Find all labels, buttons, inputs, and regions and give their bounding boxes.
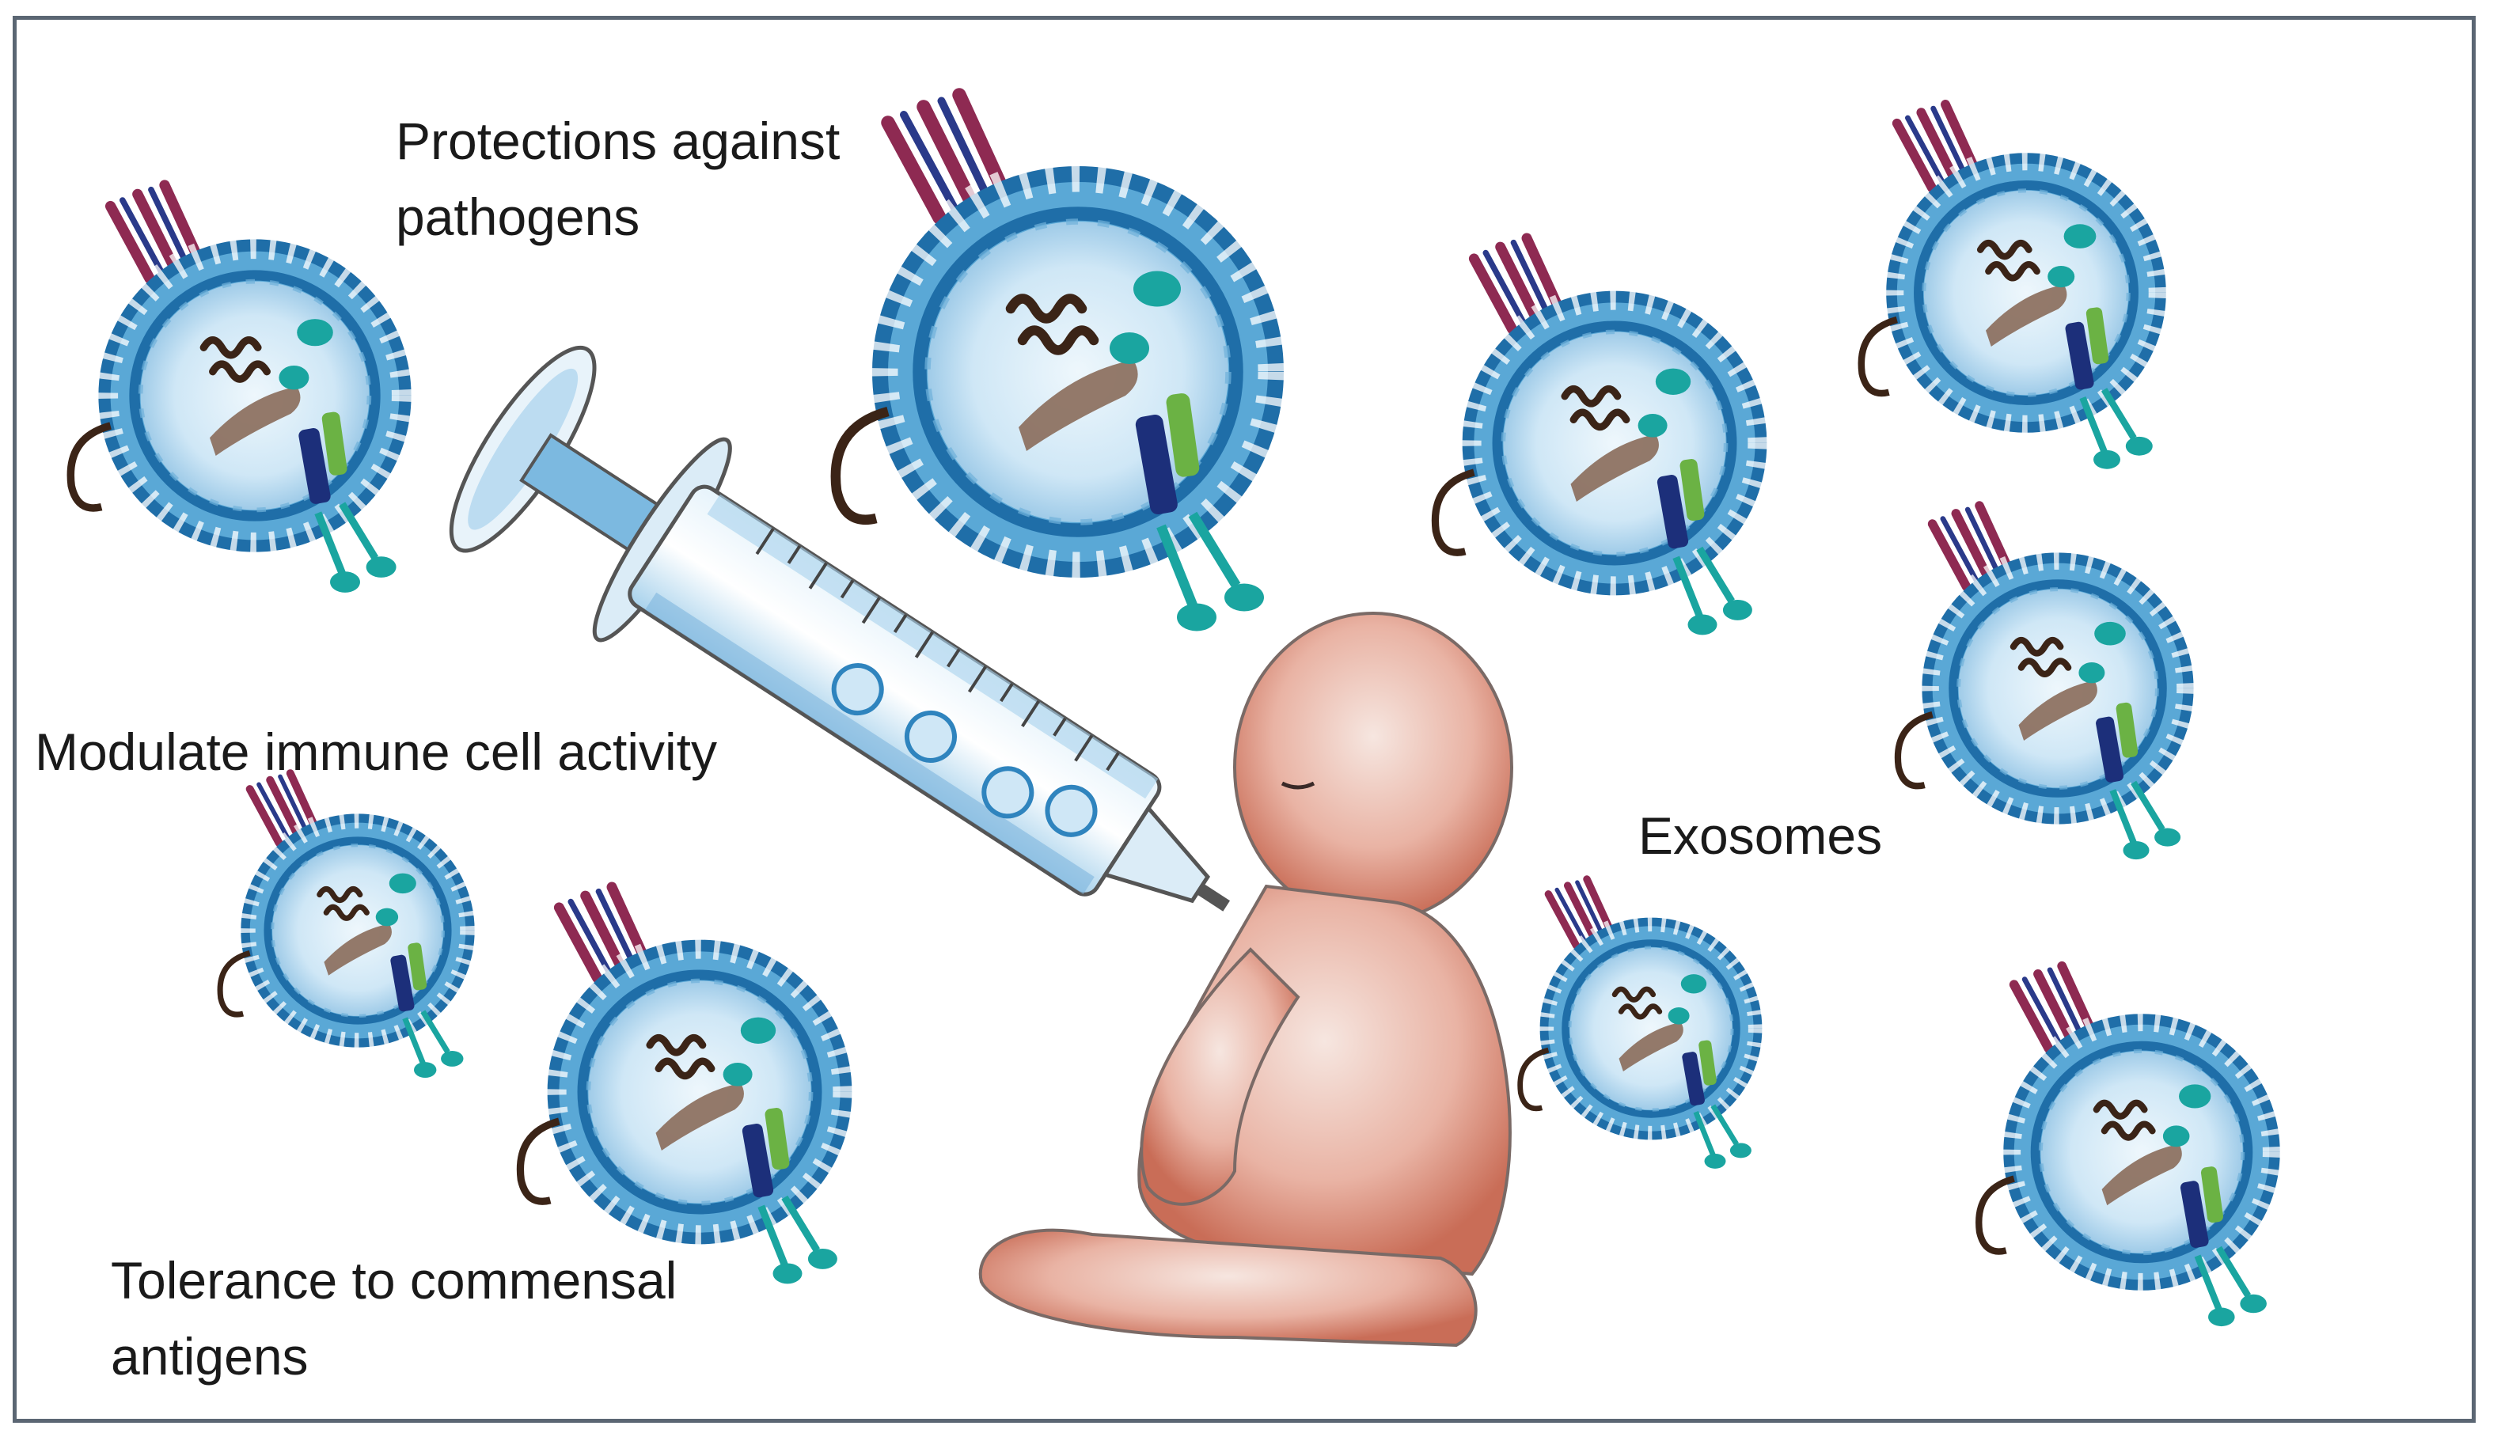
exosome-vesicle-icon-8 — [1520, 879, 1758, 1169]
exosome-vesicle-icon-6 — [220, 773, 470, 1078]
label-tolerance: Tolerance to commensal antigens — [111, 1242, 677, 1394]
exosome-vesicle-icon-9 — [1979, 966, 2275, 1326]
exosome-vesicle-icon-3 — [1435, 238, 1761, 635]
exosome-vesicle-icon-4 — [1862, 104, 2161, 469]
infant-figure-icon — [978, 612, 1513, 1348]
label-tolerance-line1: Tolerance to commensal — [111, 1251, 677, 1310]
exosome-vesicle-icon-1 — [70, 185, 405, 593]
label-modulate: Modulate immune cell activity — [35, 722, 717, 781]
syringe-icon — [449, 345, 1231, 912]
label-tolerance-line2: antigens — [111, 1327, 309, 1386]
exosome-vesicle-icon-5 — [1898, 506, 2188, 859]
exosome-vesicle-icon-2 — [836, 95, 1276, 631]
exosome-vesicle-icon-7 — [520, 887, 846, 1283]
label-protections-line1: Protections against — [396, 112, 841, 170]
label-exosomes: Exosomes — [1638, 806, 1883, 865]
label-protections-line2: pathogens — [396, 188, 640, 246]
diagram-frame — [13, 16, 2476, 1423]
label-protections: Protections against pathogens — [396, 103, 840, 255]
